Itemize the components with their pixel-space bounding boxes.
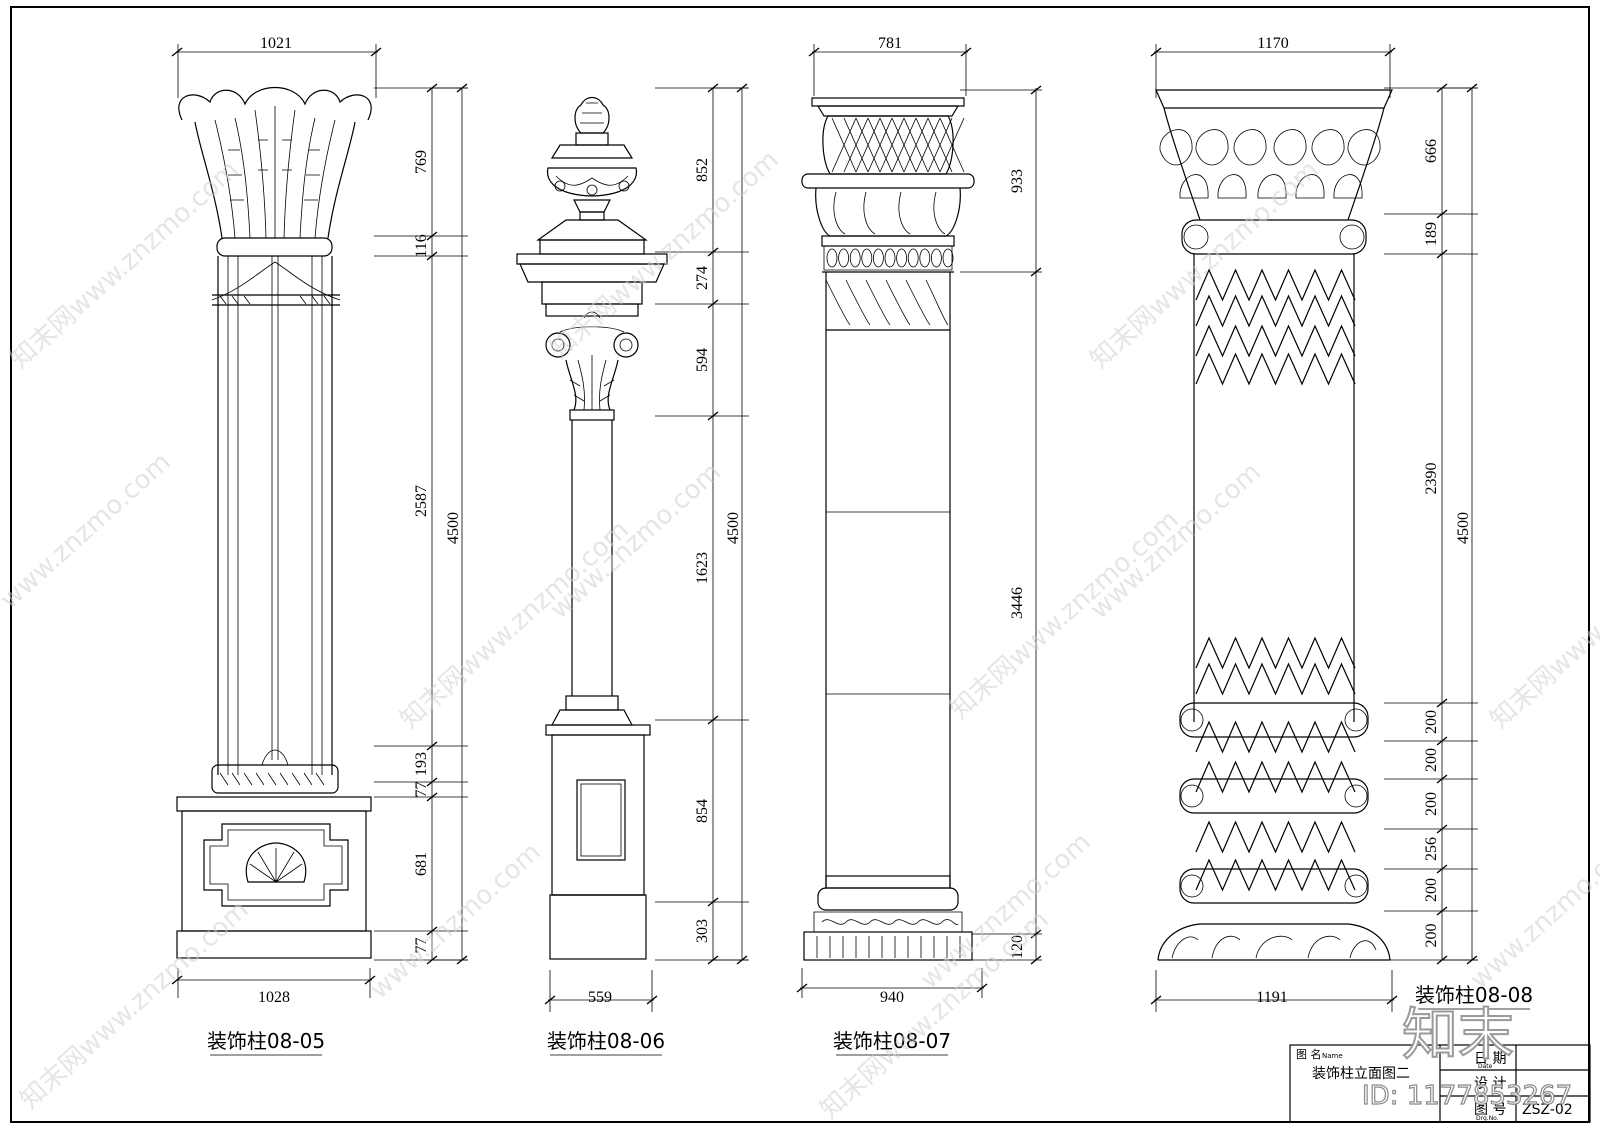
dim-08-05-bottom-width: 1028 xyxy=(258,989,290,1006)
segment-dimension-label: 274 xyxy=(694,266,711,290)
title-block-number-label: 图 号 xyxy=(1474,1102,1506,1118)
id-watermark: ID: 1177853267 xyxy=(1362,1081,1572,1111)
segment-dimension-label: 189 xyxy=(1423,222,1440,246)
watermark-text: 知末网www.znzmo.com xyxy=(5,155,245,375)
title-block-date-label-en: Date xyxy=(1478,1063,1493,1070)
segment-dimension-label: 200 xyxy=(1423,924,1440,948)
segment-dimension-label: 77 xyxy=(413,782,430,798)
segment-dimension-labels: 769 116 2587 193 77 681 77 852 274 594 1623 854 303 6… xyxy=(413,139,1440,959)
segment-dimension-label: 2587 xyxy=(413,485,430,517)
segment-dimension-label: 256 xyxy=(1423,837,1440,861)
column-08-08 xyxy=(1155,89,1393,961)
segment-dimension-label: 116 xyxy=(413,234,430,257)
watermark-text: www.znzmo.com xyxy=(1085,457,1267,625)
column-08-07 xyxy=(801,97,975,961)
segment-dimension-label: 200 xyxy=(1423,792,1440,816)
dim-08-07-bottom-width: 940 xyxy=(880,989,904,1006)
segment-dimension-label: 852 xyxy=(694,158,711,182)
column-08-05-capital xyxy=(178,86,372,239)
segment-dimension-label: 2390 xyxy=(1423,463,1440,495)
title-block-name-label-en: Name xyxy=(1322,1052,1343,1060)
dim-08-06-total-height: 4500 xyxy=(725,512,742,544)
title-block-drawing-number: ZSZ-02 xyxy=(1522,1102,1573,1118)
watermark-text: 知末网www.znzmo.com xyxy=(395,515,635,735)
column-08-05 xyxy=(176,86,372,959)
segment-dimension-label: 200 xyxy=(1423,748,1440,772)
watermark-layer: 知末网www.znzmo.com 知末网www.znzmo.com 知末网www… xyxy=(0,145,1600,1125)
dim-08-05-total-height: 4500 xyxy=(445,512,462,544)
segment-dimension-label: 200 xyxy=(1423,710,1440,734)
watermark-text: www.znzmo.com xyxy=(0,447,177,615)
column-08-07-dimensions xyxy=(796,44,1042,998)
watermark-text: www.znzmo.com xyxy=(365,837,547,1005)
segment-dimension-label: 303 xyxy=(694,919,711,943)
dim-08-07-top-width: 781 xyxy=(878,35,902,52)
column-title-08-06: 装饰柱08-06 xyxy=(547,1029,665,1053)
segment-dimension-label: 933 xyxy=(1009,169,1026,193)
segment-dimension-label: 594 xyxy=(694,348,711,372)
dim-08-08-top-width: 1170 xyxy=(1257,35,1288,52)
dim-08-05-top-width: 1021 xyxy=(260,35,292,52)
watermark-text: 知末网www.znzmo.com xyxy=(815,905,1055,1125)
watermark-text: 知末网www.znzmo.com xyxy=(545,145,785,365)
segment-dimension-label: 1623 xyxy=(694,552,711,584)
column-title-08-08: 装饰柱08-08 xyxy=(1415,983,1533,1007)
brand-watermark: 知末 xyxy=(1402,1003,1514,1068)
dim-08-08-bottom-width: 1191 xyxy=(1256,989,1287,1006)
title-block-design-label: 设 计 xyxy=(1474,1076,1506,1092)
segment-dimension-label: 3446 xyxy=(1009,587,1026,619)
segment-dimension-label: 769 xyxy=(413,150,430,174)
segment-dimension-label: 120 xyxy=(1009,935,1026,959)
segment-dimension-label: 666 xyxy=(1423,139,1440,163)
segment-dimension-label: 200 xyxy=(1423,878,1440,902)
title-block-date-label: 日 期 xyxy=(1474,1051,1506,1067)
column-title-08-07: 装饰柱08-07 xyxy=(833,1029,951,1053)
watermark-text: 知末网www.znzmo.com xyxy=(1085,155,1325,375)
title-block-number-label-en: Drg.No. xyxy=(1476,1115,1499,1122)
watermark-text: 知末网www.znzmo.com xyxy=(945,505,1185,725)
title-block-drawing-name: 装饰柱立面图二 xyxy=(1312,1066,1410,1082)
dimension-labels: 1021 1028 559 781 940 1170 1191 4500 450… xyxy=(258,35,1472,1006)
dim-08-06-bottom-width: 559 xyxy=(588,989,612,1006)
segment-dimension-label: 854 xyxy=(694,799,711,823)
column-08-05-dimensions xyxy=(171,44,468,998)
watermark-text: www.znzmo.com xyxy=(1465,827,1600,995)
segment-dimension-label: 681 xyxy=(413,852,430,876)
segment-dimension-label: 77 xyxy=(413,938,430,954)
segment-dimension-label: 193 xyxy=(413,752,430,776)
watermark-text: 知末网www.znzmo.com xyxy=(15,895,255,1115)
title-block: 图 名 Name 装饰柱立面图二 日 期 Date 设 计 图 号 Drg.No… xyxy=(1289,1044,1591,1123)
dim-08-08-total-height: 4500 xyxy=(1455,512,1472,544)
column-titles: 装饰柱08-05 装饰柱08-06 装饰柱08-07 装饰柱08-08 xyxy=(207,983,1533,1056)
column-08-06 xyxy=(516,96,668,960)
column-title-08-05: 装饰柱08-05 xyxy=(207,1029,325,1053)
title-block-name-label: 图 名 xyxy=(1296,1047,1322,1061)
watermark-text: 知末网www.znzmo.com xyxy=(1485,515,1600,735)
sheet-border xyxy=(10,6,1590,1123)
